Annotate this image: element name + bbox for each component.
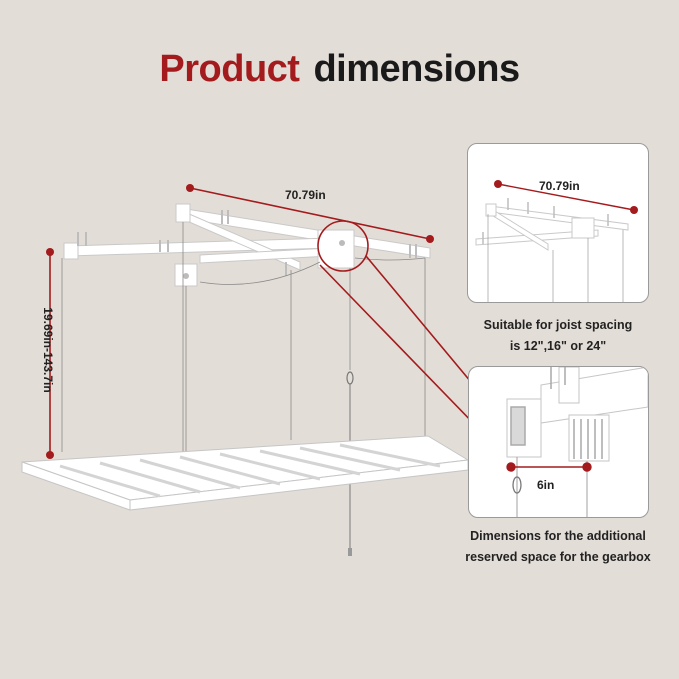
main-width-label: 70.79in [285,188,326,202]
drying-rack-base [21,435,470,511]
title-word-product: Product [159,48,300,90]
joist-spacing-caption: Suitable for joist spacing is 12",16" or… [443,315,673,357]
gearbox-space-label: 6in [537,478,555,492]
joist-caption-line2: is 12",16" or 24" [509,339,607,353]
lift-cables [61,222,426,470]
gearbox-detail-image [506,367,648,517]
gearbox-space-dimension [506,462,592,472]
main-width-dimension [186,184,434,243]
height-range-label: 19.69in-143.7in [41,307,55,393]
mount-detail-image [475,180,638,302]
title-word-dimensions: dimensions [313,48,520,90]
ceiling-mount-frame [63,203,431,287]
rack-slats [59,443,441,498]
pull-cord [346,268,354,556]
gearbox-detail-panel [468,366,649,518]
height-dimension [46,248,54,459]
gearbox-space-caption: Dimensions for the additional reserved s… [443,526,673,568]
page-title: Product dimensions [0,48,679,91]
mount-detail-panel [467,143,649,303]
gearbox-caption-line1: Dimensions for the additional [470,529,646,543]
panel-width-label: 70.79in [539,179,580,193]
mount-bolts [77,210,417,276]
gearbox-caption-line2: reserved space for the gearbox [465,550,651,564]
joist-caption-line1: Suitable for joist spacing [483,318,633,332]
